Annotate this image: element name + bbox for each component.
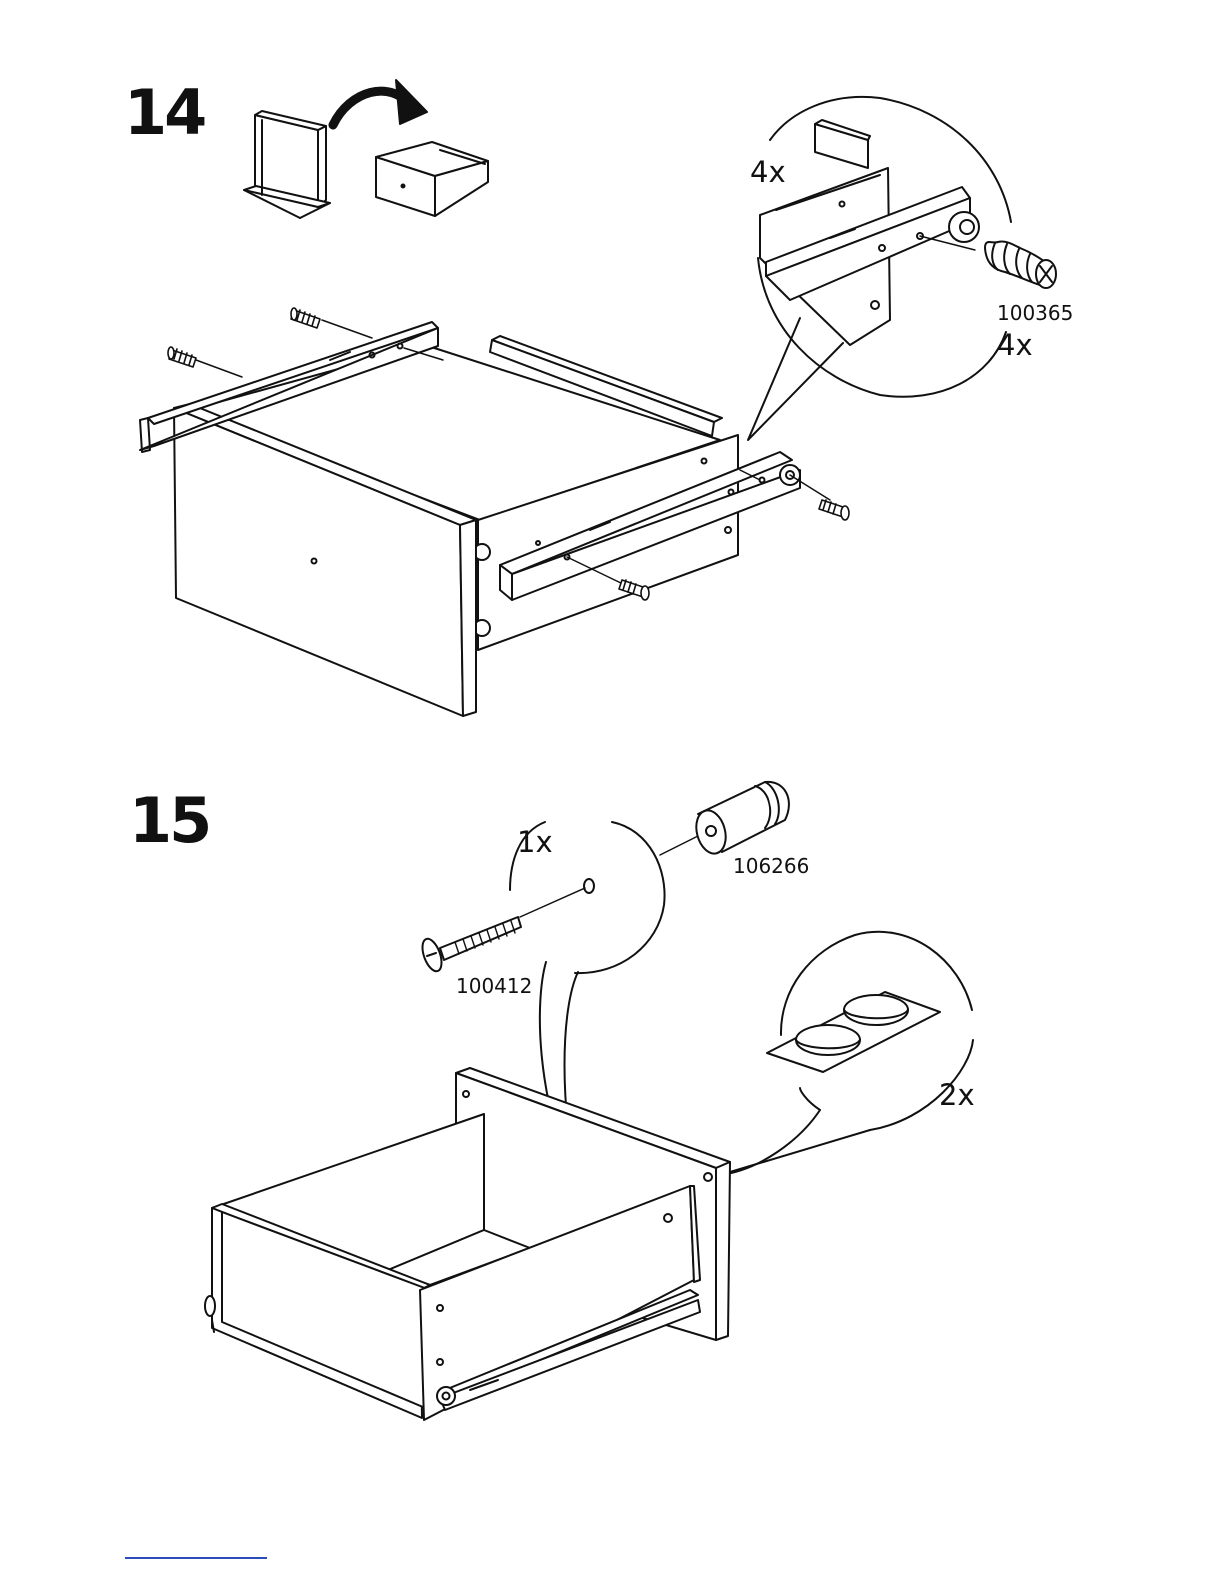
step-15-knob-part-number: 106266 bbox=[733, 856, 809, 876]
footer-rule bbox=[125, 1557, 267, 1559]
drawer-front-view bbox=[205, 1068, 730, 1420]
step-15-bumper-quantity: 2x bbox=[939, 1081, 975, 1110]
screw-icon bbox=[419, 917, 521, 974]
bumper-pads-icon bbox=[720, 932, 973, 1175]
step-15-screw-part-number: 100412 bbox=[456, 976, 532, 996]
knob-icon bbox=[692, 782, 789, 857]
step-15-screw-quantity: 1x bbox=[517, 828, 553, 857]
